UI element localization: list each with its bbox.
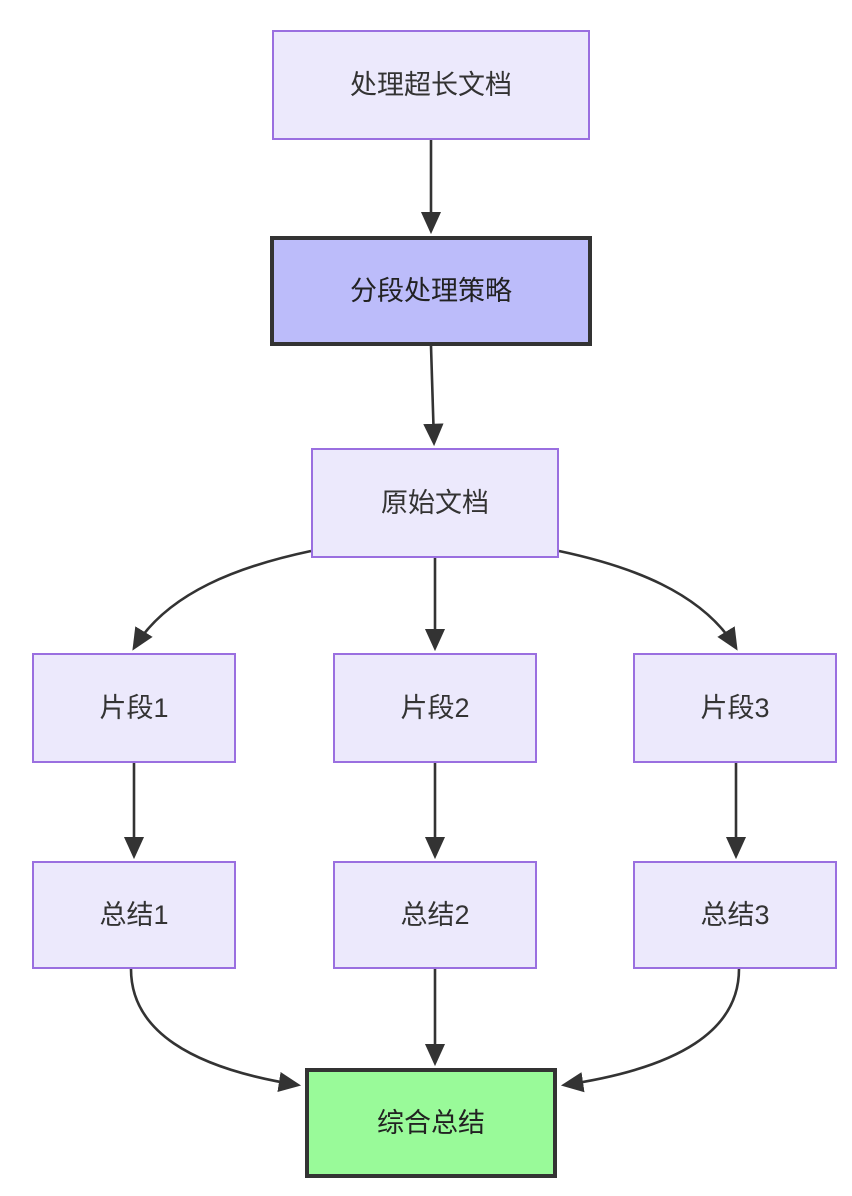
node-summary-1-label: 总结1 xyxy=(99,899,169,930)
node-summary-2[interactable]: 总结2 xyxy=(333,861,537,969)
node-fragment-2-label: 片段2 xyxy=(400,692,470,723)
node-long-doc[interactable]: 处理超长文档 xyxy=(272,30,590,140)
node-fragment-1-label: 片段1 xyxy=(99,692,169,723)
node-source-doc[interactable]: 原始文档 xyxy=(311,448,559,558)
node-long-doc-label: 处理超长文档 xyxy=(350,69,512,100)
node-fragment-2[interactable]: 片段2 xyxy=(333,653,537,763)
node-source-doc-label: 原始文档 xyxy=(381,487,489,518)
node-summary-3[interactable]: 总结3 xyxy=(633,861,837,969)
node-final-summary-label: 综合总结 xyxy=(377,1107,485,1138)
node-summary-3-label: 总结3 xyxy=(700,899,770,930)
node-chunk-strategy-label: 分段处理策略 xyxy=(350,275,512,306)
edge-chunk-strategy-to-source-doc xyxy=(423,345,444,447)
node-summary-2-label: 总结2 xyxy=(400,899,470,930)
edge-source-doc-to-fragment-3 xyxy=(558,549,738,651)
edge-summary-1-to-final-summary xyxy=(129,968,302,1093)
node-fragment-3[interactable]: 片段3 xyxy=(633,653,837,763)
edge-source-doc-to-fragment-1 xyxy=(132,549,312,651)
node-final-summary[interactable]: 综合总结 xyxy=(305,1068,557,1178)
node-fragment-3-label: 片段3 xyxy=(700,692,770,723)
node-chunk-strategy[interactable]: 分段处理策略 xyxy=(270,236,592,346)
node-summary-1[interactable]: 总结1 xyxy=(32,861,236,969)
edge-summary-3-to-final-summary xyxy=(560,968,741,1093)
node-fragment-1[interactable]: 片段1 xyxy=(32,653,236,763)
